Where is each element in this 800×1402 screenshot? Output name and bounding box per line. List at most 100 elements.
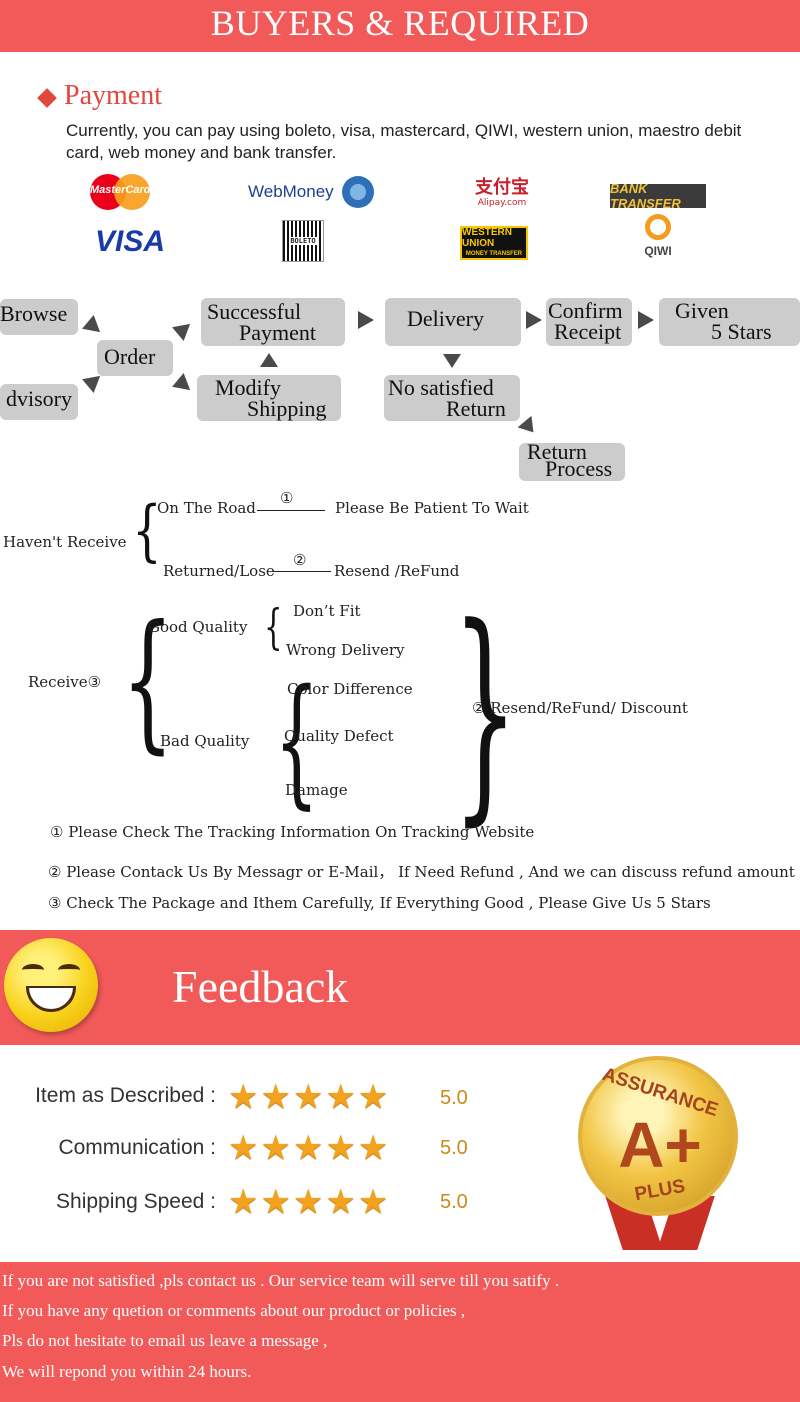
flow-successful-payment: Successful Payment (201, 298, 345, 346)
footer-line-4: We will repond you within 24 hours. (2, 1362, 252, 1381)
flow-order: Order (97, 340, 173, 376)
closing-brace-icon: } (452, 579, 519, 846)
dont-fit-label: Don’t Fit (293, 602, 361, 620)
receive-label: Receive③ (28, 673, 102, 691)
rating-label-communication: Communication : (58, 1136, 216, 1159)
star-rating-icon: ★★★★★ (228, 1182, 391, 1222)
flow-browse-label: Browse (0, 301, 68, 326)
flow-return-process-label-2: Process (545, 456, 613, 481)
arrow-right-icon (526, 311, 542, 329)
page-title: BUYERS & REQUIRED (210, 3, 590, 43)
brace-icon: { (132, 492, 162, 569)
mastercard-logo: MasterCard (90, 174, 151, 210)
star-rating-icon: ★★★★★ (228, 1128, 391, 1168)
resend-refund-discount-label: ② Resend/ReFund/ Discount (472, 699, 688, 717)
payment-title: Payment (64, 80, 162, 111)
rating-score: 5.0 (440, 1191, 468, 1213)
on-road-label: On The Road (157, 499, 256, 517)
flow-return-process: Return Process (519, 439, 625, 481)
wait-label: Please Be Patient To Wait (335, 499, 529, 517)
qiwi-logo-text: QIWI (644, 244, 672, 258)
assurance-medal-icon (578, 1056, 738, 1216)
flow-return-label: Return (446, 396, 506, 421)
flow-successful-label: Successful (207, 299, 302, 324)
arrow-up-icon (260, 353, 278, 367)
rating-score: 5.0 (440, 1137, 468, 1159)
note-3: ③ Check The Package and Ithem Carefully,… (48, 894, 711, 912)
flow-browse: Browse (0, 299, 78, 335)
flow-given-stars: Given 5 Stars (659, 298, 800, 346)
qiwi-circle-icon (645, 214, 671, 240)
resend-refund-label: Resend /ReFund (334, 562, 460, 580)
flow-return-process-label-1: Return (527, 439, 587, 464)
alipay-logo: 支付宝 Alipay.com (462, 174, 542, 212)
webmoney-logo: WebMoney (248, 174, 383, 210)
western-union-logo-text: WESTERN UNION (462, 226, 512, 249)
flow-confirm-label: Confirm (548, 298, 623, 323)
boleto-logo-text: BOLETO (289, 237, 317, 245)
wrong-delivery-label: Wrong Delivery (286, 641, 405, 659)
smiley-face-icon (4, 938, 98, 1032)
arrow-right-icon (82, 314, 106, 340)
arrow-right-icon (358, 311, 374, 329)
top-banner (0, 0, 800, 52)
alipay-logo-cn: 支付宝 (475, 177, 529, 198)
bad-quality-label: Bad Quality (160, 732, 250, 750)
arrow-down-icon (443, 354, 461, 368)
flow-payment-label: Payment (239, 320, 316, 345)
flow-order-label: Order (104, 344, 156, 369)
visa-logo: VISA (94, 225, 166, 258)
good-quality-label: Good Quality (148, 618, 248, 636)
not-received-label: Haven't Receive (3, 533, 127, 551)
qiwi-logo: QIWI (636, 210, 680, 262)
connector-line (273, 571, 331, 572)
mastercard-logo-text: MasterCard (90, 184, 151, 196)
arrow-right-icon (172, 316, 196, 342)
feedback-title: Feedback (172, 961, 349, 1012)
rating-label-item-described: Item as Described : (35, 1084, 216, 1107)
footer-line-3: Pls do not hesitate to email us leave a … (2, 1331, 328, 1350)
flow-shipping-label: Shipping (247, 396, 327, 421)
brace-icon: { (274, 660, 319, 823)
bank-transfer-logo: BANK TRANSFER (610, 181, 706, 211)
flow-no-satisfied-return: No satisfied Return (384, 375, 520, 421)
rating-score: 5.0 (440, 1087, 468, 1109)
quality-defect-label: Quality Defect (284, 727, 394, 745)
payment-description: Currently, you can pay using boleto, vis… (66, 121, 742, 162)
flow-delivery-label: Delivery (407, 306, 484, 331)
note-1: ① Please Check The Tracking Information … (50, 823, 535, 841)
arrow-down-icon (517, 415, 541, 439)
flow-advisory: dvisory (0, 384, 78, 420)
arrow-right-icon (638, 311, 654, 329)
footer-line-1: If you are not satisfied ,pls contact us… (2, 1271, 560, 1290)
boleto-logo: BOLETO (282, 220, 324, 262)
damage-label: Damage (285, 781, 348, 799)
globe-icon (341, 176, 374, 208)
flow-delivery: Delivery (385, 298, 521, 346)
note-2: ② Please Contack Us By Messagr or E-Mail… (48, 863, 795, 881)
webmoney-logo-text: WebMoney (248, 182, 334, 201)
alipay-logo-text: Alipay.com (477, 198, 527, 208)
flow-5-stars-label: 5 Stars (711, 319, 772, 344)
flow-given-label: Given (675, 298, 729, 323)
flow-confirm-receipt: Confirm Receipt (546, 298, 632, 346)
returned-lose-label: Returned/Lose (163, 562, 275, 580)
flow-modify-shipping: Modify Shipping (197, 375, 341, 421)
flow-advisory-label: dvisory (6, 386, 72, 411)
footer-banner (0, 1262, 800, 1402)
flow-modify-label: Modify (215, 375, 281, 400)
flow-receipt-label: Receipt (554, 319, 622, 344)
rating-label-shipping-speed: Shipping Speed : (56, 1190, 216, 1213)
medal-grade-text: A+ (618, 1109, 702, 1181)
connector-line (257, 510, 325, 511)
marker-2: ② (293, 551, 307, 569)
western-union-logo: WESTERN UNION MONEY TRANSFER (460, 226, 528, 260)
feedback-banner (0, 930, 800, 1045)
diamond-bullet-icon (37, 88, 57, 108)
flow-no-satisfied-label: No satisfied (388, 375, 494, 400)
color-difference-label: Color Difference (287, 680, 413, 698)
footer-line-2: If you have any quetion or comments abou… (2, 1301, 466, 1320)
marker-1: ① (280, 489, 294, 507)
brace-icon: { (264, 599, 283, 655)
arrow-right-icon (172, 372, 196, 398)
